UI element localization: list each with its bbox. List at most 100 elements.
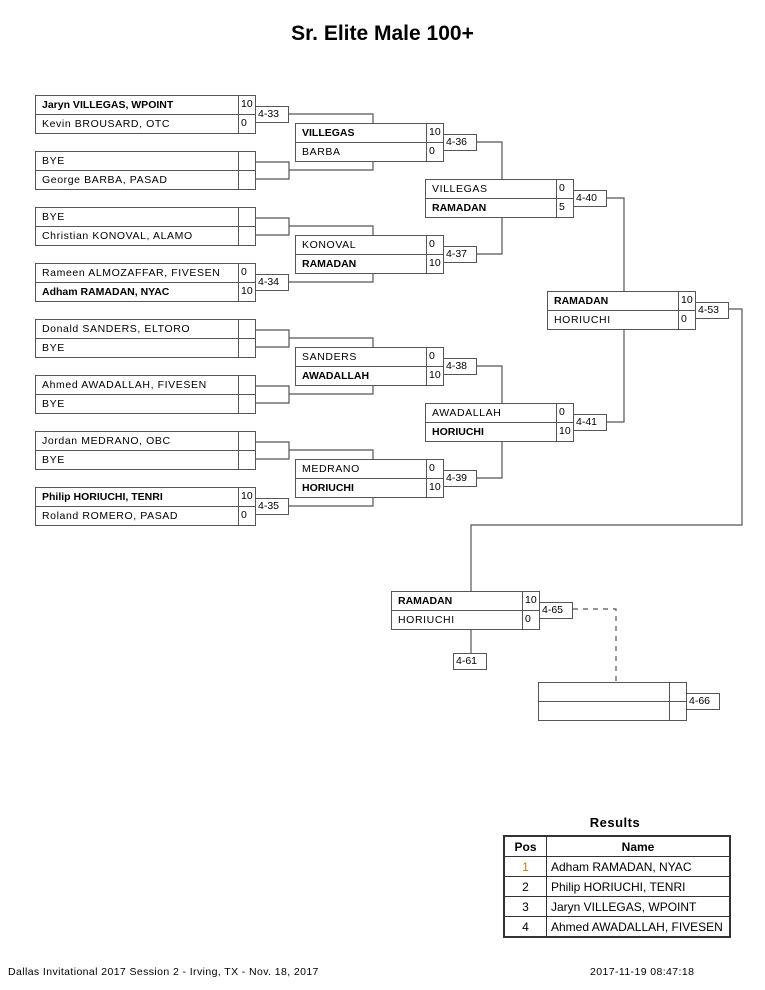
competitor-name: BYE xyxy=(42,342,65,354)
connector-line xyxy=(289,386,374,395)
match-number-label[interactable]: 4-38 xyxy=(443,358,477,375)
competitor-score: 0 xyxy=(426,236,444,254)
competitor-score xyxy=(669,702,687,721)
match-number-label[interactable]: 4-36 xyxy=(443,134,477,151)
competitor-row[interactable]: Donald SANDERS, ELTORO xyxy=(36,320,255,339)
competitor-score: 0 xyxy=(678,311,696,330)
competitor-score: 10 xyxy=(426,255,444,274)
competitor-name: Jordan MEDRANO, OBC xyxy=(42,435,171,447)
match-number-label[interactable]: 4-34 xyxy=(255,274,289,291)
competitor-row[interactable]: KONOVAL 0 xyxy=(296,236,443,255)
competitor-name: VILLEGAS xyxy=(302,127,355,139)
competitor-row[interactable]: Roland ROMERO, PASAD 0 xyxy=(36,507,255,526)
competitor-row[interactable]: BYE xyxy=(36,152,255,171)
competitor-score: 0 xyxy=(238,264,256,282)
match-number-label[interactable]: 4-39 xyxy=(443,470,477,487)
competitor-name: Ahmed AWADALLAH, FIVESEN xyxy=(42,379,207,391)
competitor-name: BYE xyxy=(42,155,65,167)
competitor-row[interactable]: BYE xyxy=(36,395,255,414)
match-number-label[interactable]: 4-35 xyxy=(255,498,289,515)
bye-connector xyxy=(255,385,290,404)
match-box: BYE George BARBA, PASAD xyxy=(35,151,256,190)
footer-event-info: Dallas Invitational 2017 Session 2 - Irv… xyxy=(8,966,319,978)
competitor-score xyxy=(238,152,256,170)
competitor-row[interactable]: Rameen ALMOZAFFAR, FIVESEN 0 xyxy=(36,264,255,283)
competitor-score: 10 xyxy=(426,367,444,386)
competitor-name: KONOVAL xyxy=(302,239,357,251)
competitor-name: George BARBA, PASAD xyxy=(42,174,168,186)
match-box: BYE Christian KONOVAL, ALAMO xyxy=(35,207,256,246)
competitor-name: RAMADAN xyxy=(398,595,453,607)
competitor-score: 0 xyxy=(238,507,256,526)
competitor-row[interactable]: Christian KONOVAL, ALAMO xyxy=(36,227,255,246)
match-number-label[interactable]: 4-40 xyxy=(573,190,607,207)
competitor-name: BYE xyxy=(42,398,65,410)
competitor-score xyxy=(238,208,256,226)
competitor-row[interactable]: Ahmed AWADALLAH, FIVESEN xyxy=(36,376,255,395)
competitor-row[interactable]: BYE xyxy=(36,339,255,358)
competitor-name: Christian KONOVAL, ALAMO xyxy=(42,230,193,242)
competitor-row[interactable]: George BARBA, PASAD xyxy=(36,171,255,190)
competitor-row[interactable]: Jordan MEDRANO, OBC xyxy=(36,432,255,451)
match-number-label[interactable]: 4-37 xyxy=(443,246,477,263)
match-number-label[interactable]: 4-61 xyxy=(453,653,487,670)
competitor-row[interactable]: BYE xyxy=(36,208,255,227)
result-pos: 2 xyxy=(503,876,547,897)
match-number-label[interactable]: 4-33 xyxy=(255,106,289,123)
competitor-name: BARBA xyxy=(302,146,341,158)
competitor-row[interactable]: HORIUCHI 0 xyxy=(548,311,695,330)
results-row: 2 Philip HORIUCHI, TENRI xyxy=(503,876,731,897)
competitor-name: HORIUCHI xyxy=(302,482,354,494)
result-name: Adham RAMADAN, NYAC xyxy=(546,856,731,877)
competitor-score xyxy=(238,227,256,246)
competitor-row[interactable] xyxy=(539,683,686,702)
results-title: Results xyxy=(589,815,641,830)
competitor-row[interactable] xyxy=(539,702,686,721)
competitor-name: Rameen ALMOZAFFAR, FIVESEN xyxy=(42,267,221,279)
match-number-label[interactable]: 4-66 xyxy=(686,693,720,710)
competitor-score: 0 xyxy=(522,611,540,630)
results-header-name: Name xyxy=(546,835,731,857)
connector-line xyxy=(477,141,503,179)
result-name: Jaryn VILLEGAS, WPOINT xyxy=(546,896,731,917)
competitor-row[interactable]: BYE xyxy=(36,451,255,470)
competitor-name: Donald SANDERS, ELTORO xyxy=(42,323,191,335)
results-row: 3 Jaryn VILLEGAS, WPOINT xyxy=(503,896,731,917)
competitor-name: HORIUCHI xyxy=(554,314,611,326)
match-number-label[interactable]: 4-41 xyxy=(573,414,607,431)
result-pos: 3 xyxy=(503,896,547,917)
competitor-score: 10 xyxy=(556,423,574,442)
match-number-label[interactable]: 4-65 xyxy=(539,602,573,619)
connector-line xyxy=(289,337,374,347)
match-number-label[interactable]: 4-53 xyxy=(695,302,729,319)
competitor-score: 10 xyxy=(238,488,256,506)
competitor-score: 5 xyxy=(556,199,574,218)
results-table: Pos Name 1 Adham RAMADAN, NYAC 2 Philip … xyxy=(503,835,731,938)
competitor-name: Roland ROMERO, PASAD xyxy=(42,510,179,522)
connector-line xyxy=(607,330,625,423)
